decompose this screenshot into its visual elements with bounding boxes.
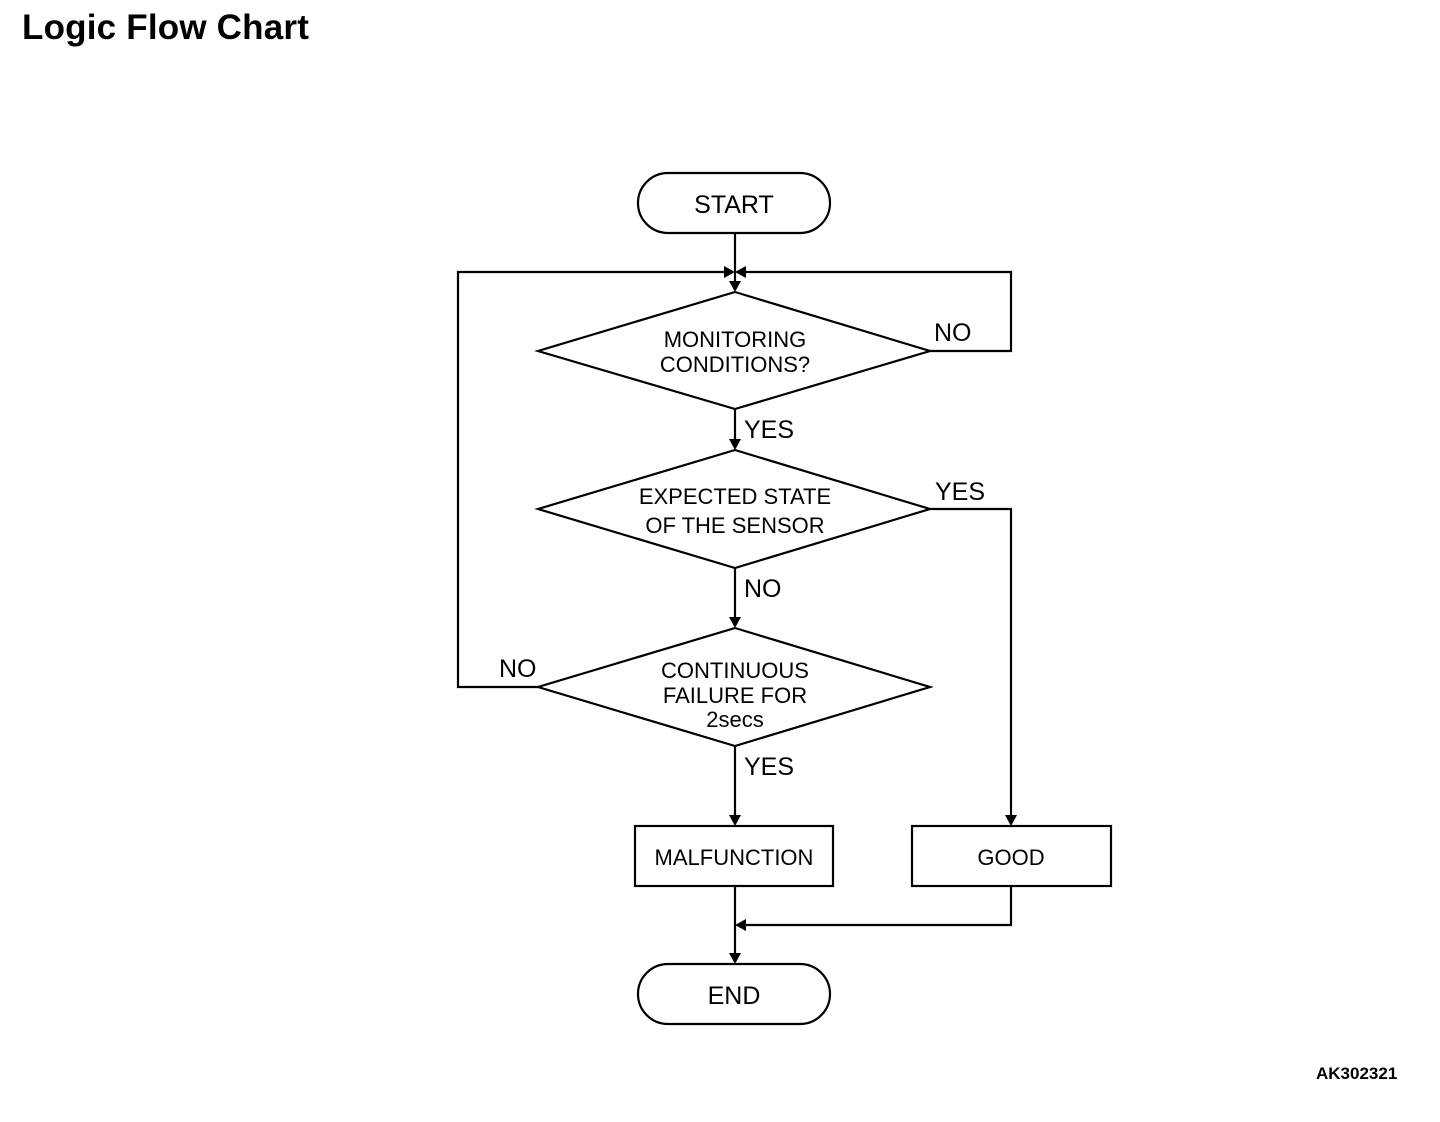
branch-label-monitoring-yes: YES <box>744 416 794 444</box>
page-title: Logic Flow Chart <box>22 8 310 47</box>
branch-label-expected-yes: YES <box>935 478 985 506</box>
connectors <box>456 233 1013 956</box>
good-label: GOOD <box>977 845 1044 870</box>
monitoring-conditions-decision: MONITORING CONDITIONS? <box>534 290 934 411</box>
continuous-label-line2: FAILURE FOR <box>663 683 807 708</box>
arrowhead-into-good <box>1005 815 1017 826</box>
continuous-failure-decision: CONTINUOUS FAILURE FOR 2secs <box>534 626 934 748</box>
branch-label-monitoring-no: NO <box>934 319 972 347</box>
monitoring-label-line2: CONDITIONS? <box>660 352 810 377</box>
arrowhead-into-end <box>729 953 741 964</box>
expected-state-decision: EXPECTED STATE OF THE SENSOR <box>534 448 934 570</box>
connector-expected-yes-to-good <box>930 507 1013 818</box>
malfunction-box: MALFUNCTION <box>633 824 835 888</box>
good-box: GOOD <box>910 824 1113 888</box>
connector-good-to-end <box>744 886 1013 927</box>
monitoring-label-line1: MONITORING <box>664 327 807 352</box>
continuous-label-line1: CONTINUOUS <box>661 658 809 683</box>
figure-code: AK302321 <box>1316 1064 1398 1083</box>
arrowhead-into-monitoring <box>729 281 741 292</box>
expected-label-line2: OF THE SENSOR <box>645 513 824 538</box>
arrowhead-good-merge <box>735 919 746 931</box>
arrowhead-monitoring-no-return <box>735 266 746 278</box>
connector-monitoring-no-loop <box>744 270 1013 353</box>
branch-label-expected-no: NO <box>744 575 782 603</box>
end-label: END <box>708 982 761 1010</box>
arrowheads <box>724 266 1017 964</box>
continuous-label-line3: 2secs <box>706 707 763 732</box>
connector-continuous-no-loop <box>456 270 726 689</box>
expected-label-line1: EXPECTED STATE <box>639 484 831 509</box>
start-label: START <box>694 191 774 219</box>
malfunction-label: MALFUNCTION <box>655 845 814 870</box>
branch-label-continuous-no: NO <box>499 655 537 683</box>
arrowhead-continuous-no-return <box>724 266 735 278</box>
arrowhead-into-continuous <box>729 617 741 628</box>
arrowhead-into-malfunction <box>729 815 741 826</box>
branch-label-continuous-yes: YES <box>744 753 794 781</box>
branch-labels: NO YES YES NO NO YES <box>499 319 985 781</box>
start-terminal: START <box>636 171 832 235</box>
end-terminal: END <box>636 962 832 1026</box>
arrowhead-into-expected <box>729 439 741 450</box>
